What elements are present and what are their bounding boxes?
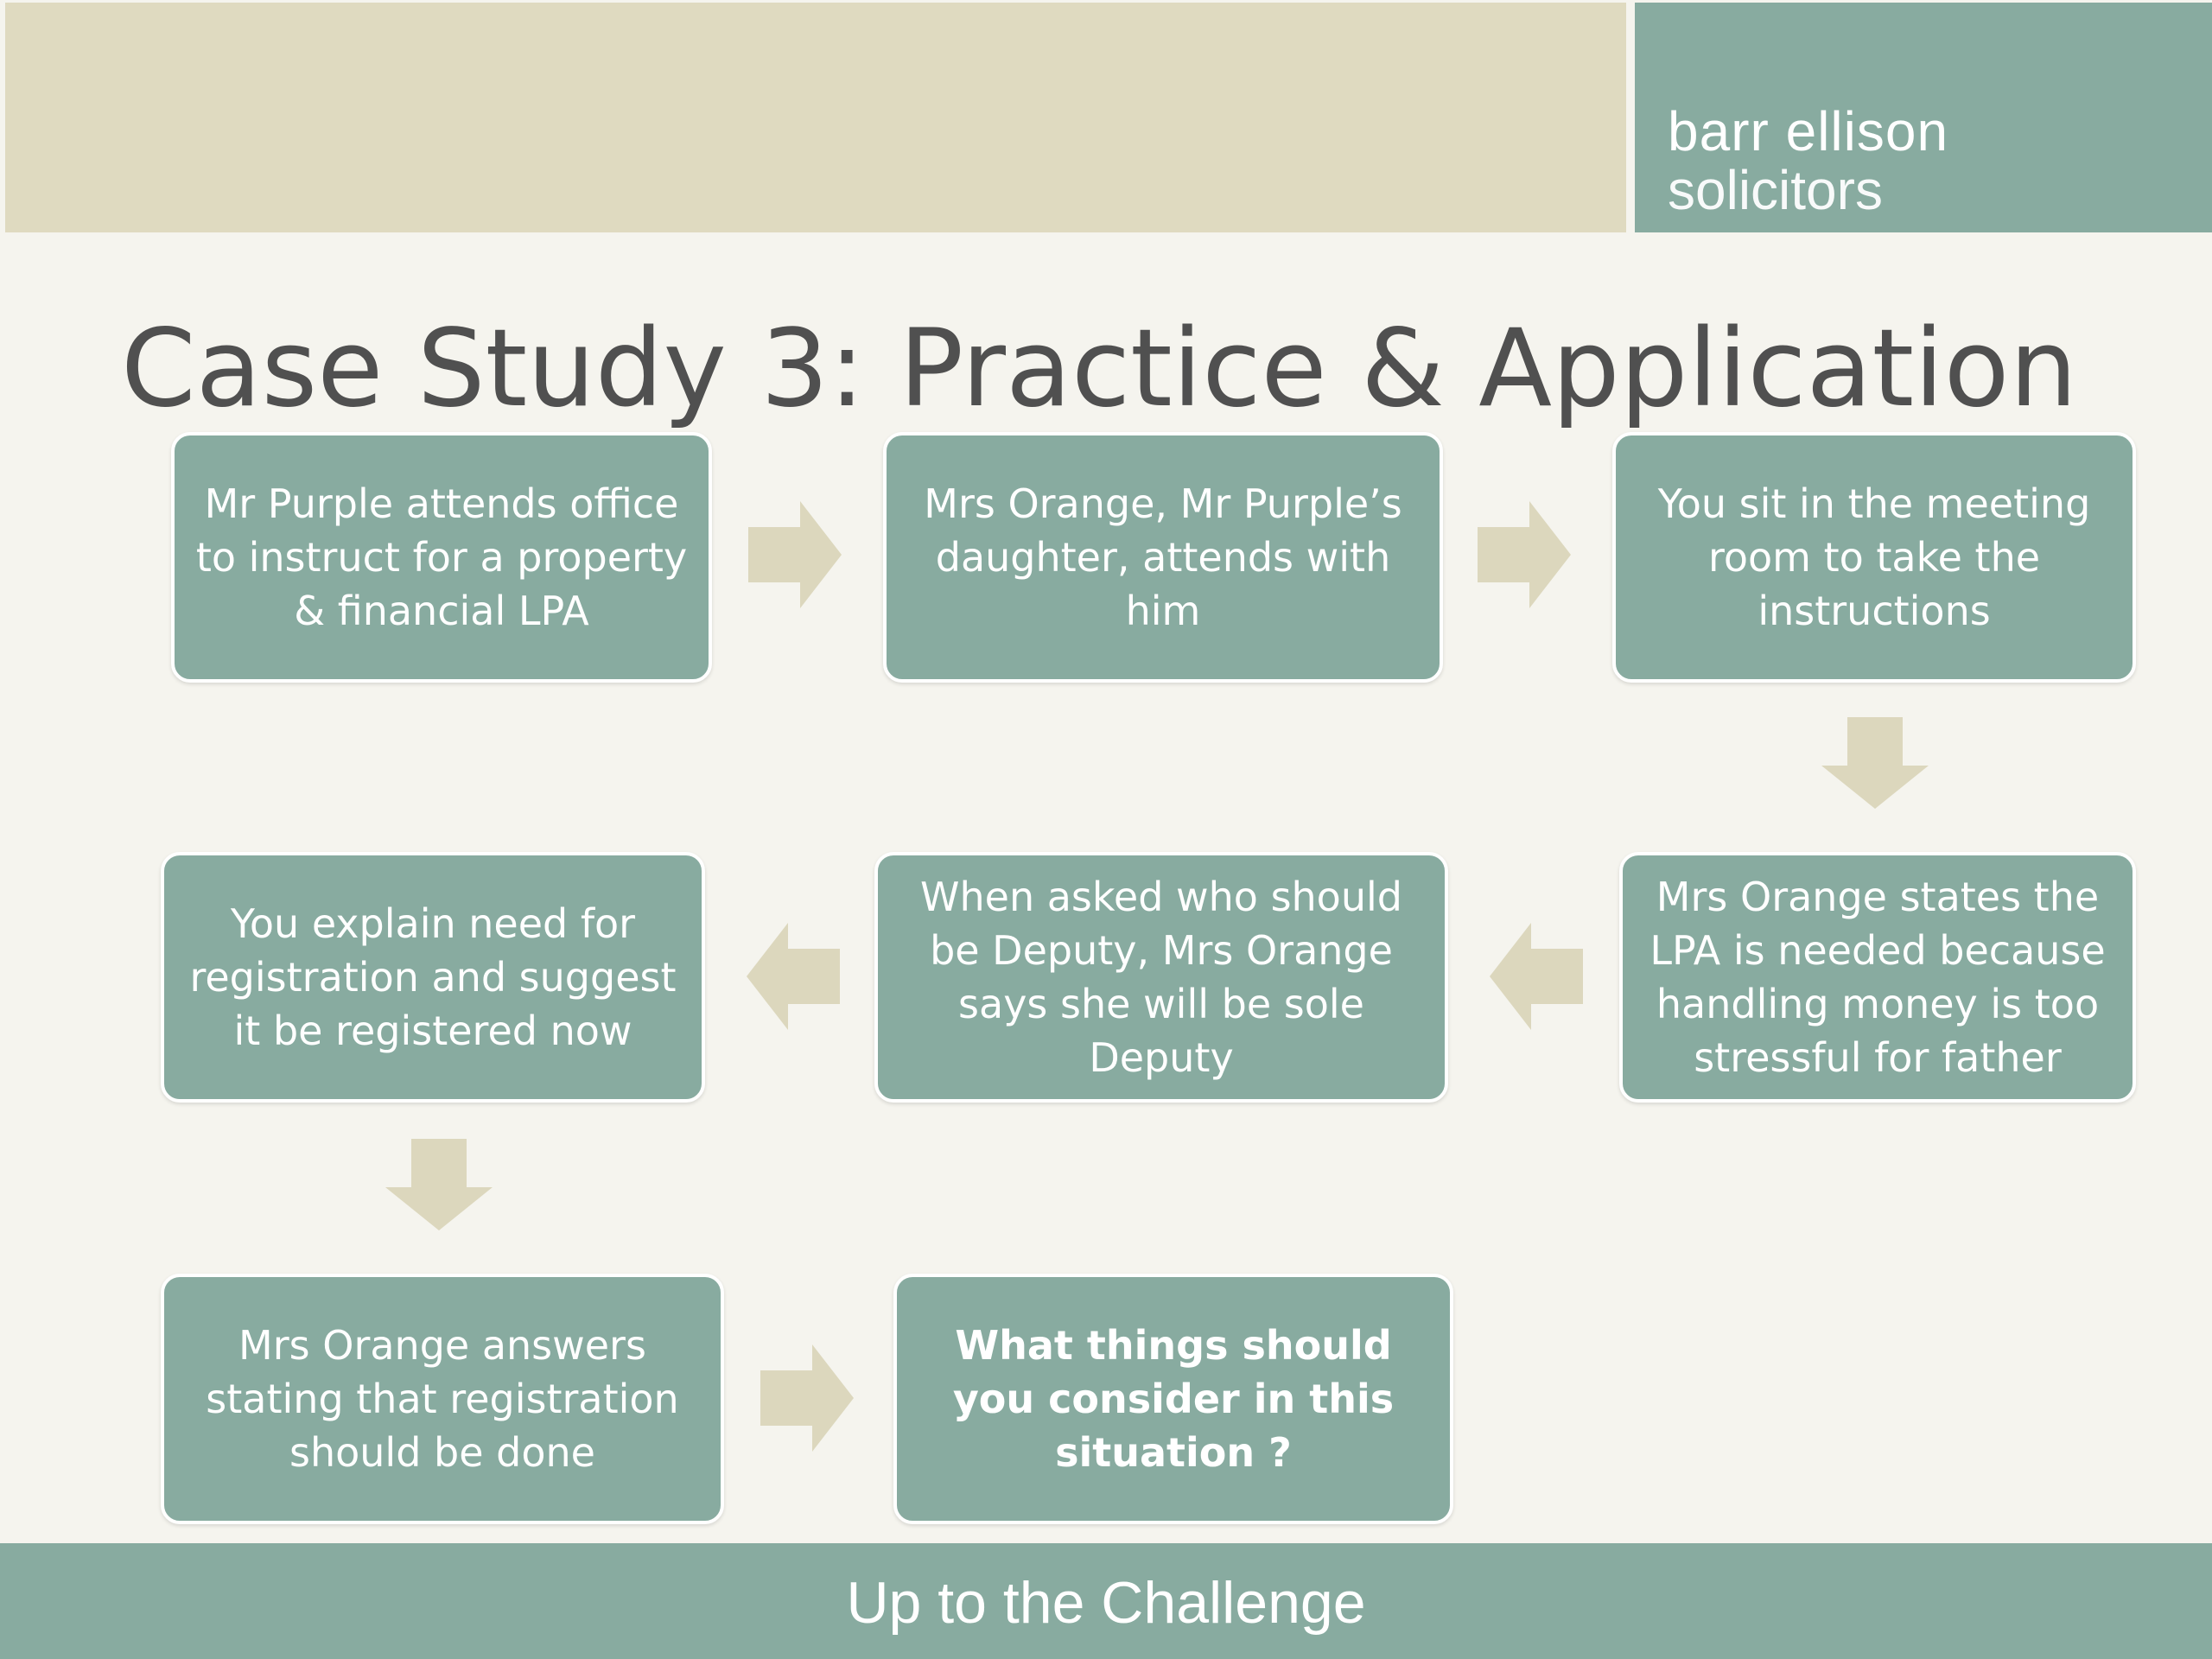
step-5-box: When asked who should be Deputy, Mrs Ora…: [874, 852, 1448, 1103]
footer-tagline: Up to the Challenge: [846, 1570, 1366, 1636]
logo-subtitle: solicitors: [1668, 159, 1883, 221]
slide-title: Case Study 3: Practice & Application: [121, 307, 2078, 431]
arrow-right-icon: [1478, 501, 1571, 608]
step-1-box: Mr Purple attends office to instruct for…: [171, 432, 712, 683]
arrow-left-icon: [1490, 923, 1583, 1030]
arrow-left-icon: [747, 923, 840, 1030]
step-2-box: Mrs Orange, Mr Purple’s daughter, attend…: [883, 432, 1443, 683]
step-6-box: You explain need for registration and su…: [161, 852, 705, 1103]
arrow-down-icon: [1821, 717, 1929, 809]
step-4-box: Mrs Orange states the LPA is needed beca…: [1619, 852, 2136, 1103]
arrow-down-icon: [385, 1139, 493, 1230]
arrow-right-icon: [748, 501, 842, 608]
question-box: What things should you consider in this …: [893, 1274, 1453, 1524]
step-7-box: Mrs Orange answers stating that registra…: [161, 1274, 724, 1524]
logo-name: barr ellison: [1668, 100, 1949, 162]
footer-band: Up to the Challenge: [0, 1543, 2212, 1659]
arrow-right-icon: [760, 1344, 854, 1452]
logo-panel: barr ellison solicitors: [1635, 3, 2212, 232]
header-band: [5, 3, 1626, 232]
step-3-box: You sit in the meeting room to take the …: [1612, 432, 2136, 683]
